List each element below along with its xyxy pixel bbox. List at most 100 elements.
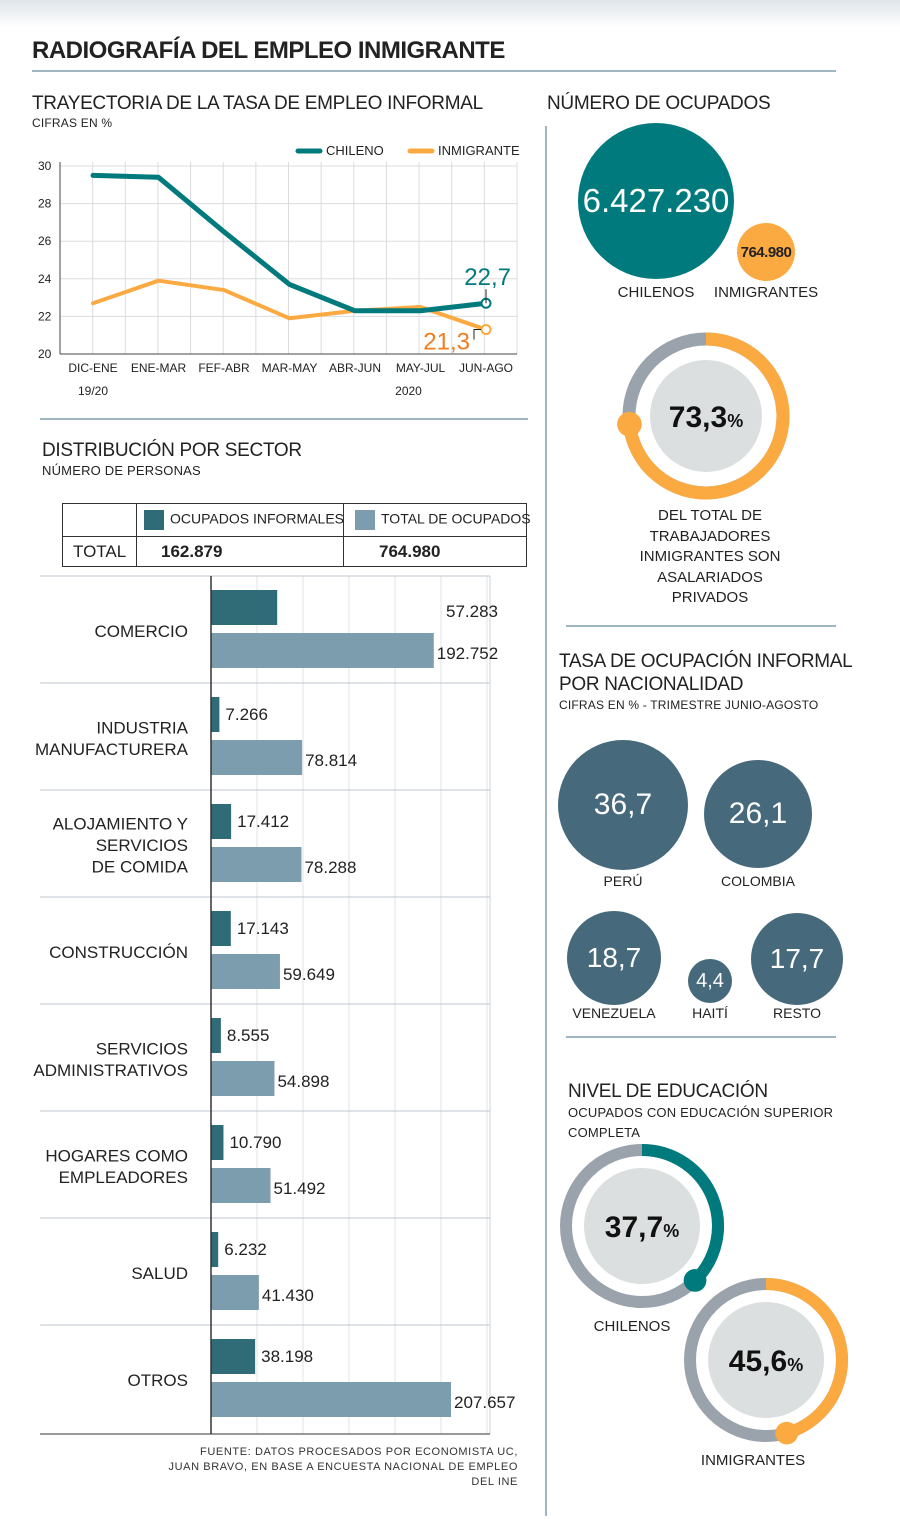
ocupados-title: NÚMERO DE OCUPADOS bbox=[547, 93, 771, 114]
y-tick-label: 30 bbox=[38, 159, 52, 173]
totals-label: TOTAL bbox=[73, 542, 127, 561]
bar-informales bbox=[211, 1339, 256, 1374]
line-chart-title: TRAYECTORIA DE LA TASA DE EMPLEO INFORMA… bbox=[32, 93, 483, 114]
asalariados-caption-line-3: INMIGRANTES SON bbox=[639, 548, 781, 565]
bar-total bbox=[211, 847, 302, 882]
series-line-chileno bbox=[90, 172, 489, 314]
sector-label: EMPLEADORES bbox=[59, 1168, 188, 1187]
line-chart-subtitle: CIFRAS EN % bbox=[32, 116, 113, 130]
chilenos-bubble-label: CHILENOS bbox=[617, 284, 695, 301]
sector-label: MANUFACTURERA bbox=[35, 740, 189, 759]
legend-total: TOTAL DE OCUPADOS bbox=[355, 510, 531, 530]
distribution-subtitle: NÚMERO DE PERSONAS bbox=[42, 463, 201, 478]
value-label-informales: 17.143 bbox=[237, 919, 289, 938]
colombia-bubble: 26,1 bbox=[704, 760, 812, 868]
venezuela-label: VENEZUELA bbox=[572, 1005, 656, 1021]
bar-informales bbox=[211, 1125, 224, 1160]
value-label-informales: 17.412 bbox=[237, 812, 289, 831]
bar-informales bbox=[211, 1018, 221, 1053]
ring-value-percent: % bbox=[727, 411, 743, 431]
value-label-informales: 10.790 bbox=[229, 1133, 281, 1152]
value-label-informales: 6.232 bbox=[224, 1240, 267, 1259]
bar-informales bbox=[211, 590, 278, 625]
value-label-total: 207.657 bbox=[454, 1393, 515, 1412]
legend-total-swatch bbox=[355, 510, 375, 530]
ring-value-arc bbox=[641, 1144, 724, 1285]
asalariados-caption-line-4: ASALARIADOS PRIVADOS bbox=[657, 568, 763, 607]
bar-informales bbox=[211, 804, 232, 839]
ring-end-dot bbox=[683, 1269, 707, 1292]
x-tick-label: ABR-JUN bbox=[329, 361, 381, 375]
ring-inner bbox=[584, 1168, 700, 1284]
sector-label: ADMINISTRATIVOS bbox=[33, 1061, 188, 1080]
top-band bbox=[0, 0, 900, 28]
sector-label: INDUSTRIA bbox=[96, 718, 188, 737]
bar-total bbox=[211, 1275, 259, 1310]
sector-label: CONSTRUCCIÓN bbox=[49, 943, 188, 962]
bar-total bbox=[211, 1168, 271, 1203]
resto-label: RESTO bbox=[773, 1005, 821, 1021]
value-label-total: 54.898 bbox=[277, 1072, 329, 1091]
legend-label-chileno: CHILENO bbox=[326, 143, 384, 158]
section-divider-left bbox=[40, 418, 528, 420]
inmigrantes-bubble: 764.980 bbox=[737, 223, 795, 281]
ring-value: 45,6% bbox=[729, 1345, 803, 1378]
value-label-total: 59.649 bbox=[283, 965, 335, 984]
asalariados-caption-line-1: DEL TOTAL DE bbox=[658, 507, 762, 524]
ring-value-percent: % bbox=[663, 1221, 679, 1241]
education-subtitle-1: OCUPADOS CON EDUCACIÓN SUPERIOR bbox=[568, 1105, 834, 1120]
totals-informales: 162.879 bbox=[161, 542, 223, 561]
sector-label: SERVICIOS bbox=[96, 836, 188, 855]
x-tick-label: ENE-MAR bbox=[131, 361, 187, 375]
informal-nat-title-1: TASA DE OCUPACIÓN INFORMAL bbox=[559, 651, 853, 672]
value-label-informales: 38.198 bbox=[261, 1347, 313, 1366]
informal-nat-subtitle: CIFRAS EN % - TRIMESTRE JUNIO-AGOSTO bbox=[559, 698, 819, 712]
sector-label: DE COMIDA bbox=[92, 858, 189, 877]
value-label-informales: 57.283 bbox=[446, 602, 498, 621]
chilenos-bubble: 6.427.230 bbox=[578, 123, 734, 279]
value-label-total: 192.752 bbox=[437, 644, 498, 663]
education-inmigrantes-donut: 45,6% bbox=[684, 1278, 848, 1445]
source-line-2: JUAN BRAVO, EN BASE A ENCUESTA NACIONAL … bbox=[168, 1461, 518, 1488]
sector-label: ALOJAMIENTO Y bbox=[53, 815, 188, 834]
ring-end-dot bbox=[617, 411, 642, 437]
ring-inner bbox=[708, 1302, 824, 1418]
asalariados-caption-line-2: TRABAJADORES bbox=[649, 527, 771, 545]
ring-value-number: 45,6 bbox=[729, 1345, 787, 1378]
inmigrantes-bubble-label: INMIGRANTES bbox=[713, 284, 819, 301]
informal-nat-title-2: POR NACIONALIDAD bbox=[559, 674, 744, 695]
venezuela-bubble: 18,7 bbox=[567, 911, 661, 1005]
bar-total bbox=[211, 954, 280, 989]
sector-label: SALUD bbox=[131, 1264, 188, 1283]
asalariados-donut: 73,3% bbox=[617, 332, 790, 500]
legend-informales-swatch bbox=[144, 510, 164, 530]
legend-informales-label: OCUPADOS INFORMALES bbox=[170, 510, 344, 527]
sector-label: HOGARES COMO bbox=[45, 1146, 188, 1165]
y-tick-label: 24 bbox=[38, 272, 52, 286]
education-title: NIVEL DE EDUCACIÓN bbox=[568, 1081, 768, 1102]
ring-value-arc bbox=[622, 332, 790, 500]
bar-total bbox=[211, 740, 303, 775]
bar-total bbox=[211, 633, 434, 668]
peru-label: PERÚ bbox=[603, 873, 643, 889]
legend-label-inmigrante: INMIGRANTE bbox=[438, 143, 520, 158]
end-label-chileno: 22,7 bbox=[464, 264, 511, 291]
section-divider-right-2 bbox=[566, 1036, 836, 1038]
bar-informales bbox=[211, 697, 220, 732]
ring-value-number: 37,7 bbox=[605, 1211, 663, 1244]
end-label-inmigrante: 21,3 bbox=[423, 329, 470, 356]
value-label-total: 51.492 bbox=[274, 1179, 326, 1198]
x-tick-label: JUN-AGO bbox=[459, 361, 513, 375]
year-label: 2020 bbox=[395, 384, 422, 398]
sector-label: COMERCIO bbox=[95, 622, 189, 641]
ring-value-percent: % bbox=[787, 1355, 803, 1375]
education-subtitle-2: COMPLETA bbox=[568, 1125, 641, 1140]
ring-inner bbox=[650, 360, 762, 472]
data-point-inmigrante bbox=[480, 324, 492, 336]
year-label: 19/20 bbox=[78, 384, 108, 398]
value-label-informales: 7.266 bbox=[225, 705, 268, 724]
y-tick-label: 22 bbox=[38, 309, 52, 323]
ring-end-dot bbox=[775, 1421, 799, 1445]
value-label-total: 78.814 bbox=[305, 751, 357, 770]
